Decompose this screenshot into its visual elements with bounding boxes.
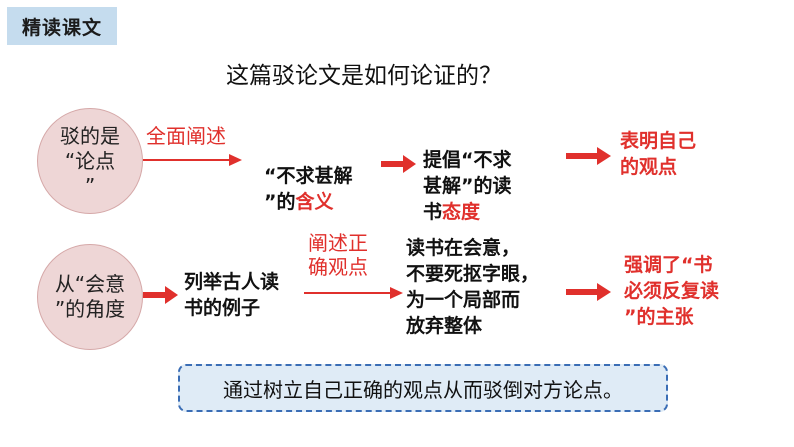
row2-result: 强调了“书 必须反复读 ”的主张 xyxy=(624,254,720,328)
row2-box2: 读书在会意， 不要死抠字眼， 为一个局部而 放弃整体 xyxy=(406,237,540,337)
main-question: 这篇驳论文是如何论证的？ xyxy=(226,63,502,89)
row2-arrow-3 xyxy=(566,283,611,301)
row1-arrow-label: 全面阐述 xyxy=(146,124,226,148)
row2-arrow-1 xyxy=(143,286,178,304)
summary-text: 通过树立自己正确的观点从而驳倒对方论点。 xyxy=(223,377,623,402)
section-tag: 精读课文 xyxy=(7,7,117,45)
row1-box1-highlight: 含义 xyxy=(295,191,334,213)
row1-box1-text: “不求甚解 ”的 xyxy=(264,165,353,213)
row1-box2-text: 提倡“不求 甚解”的读 书 xyxy=(423,149,512,223)
summary-box: 通过树立自己正确的观点从而驳倒对方论点。 xyxy=(178,364,668,412)
row2-circle: 从“会意 ”的角度 xyxy=(37,244,143,350)
row2-arrow-label: 阐述正 确观点 xyxy=(308,231,368,279)
row1-box2-highlight: 态度 xyxy=(442,201,481,223)
row1-box1: “不求甚解 ”的含义 xyxy=(264,137,353,215)
row1-circle: 驳的是 “论点 ” xyxy=(37,108,143,214)
row1-box2: 提倡“不求 甚解”的读 书态度 xyxy=(423,121,512,225)
row1-circle-text: 驳的是 “论点 ” xyxy=(60,123,120,198)
row1-result: 表明自己 的观点 xyxy=(620,130,697,178)
row1-arrow-3 xyxy=(566,147,611,165)
row2-arrow-2 xyxy=(304,287,403,299)
row1-arrow-1 xyxy=(143,154,242,166)
row2-box1: 列举古人读 书的例子 xyxy=(184,271,280,319)
row1-arrow-2 xyxy=(381,155,416,173)
row2-circle-text: 从“会意 ”的角度 xyxy=(54,272,126,321)
